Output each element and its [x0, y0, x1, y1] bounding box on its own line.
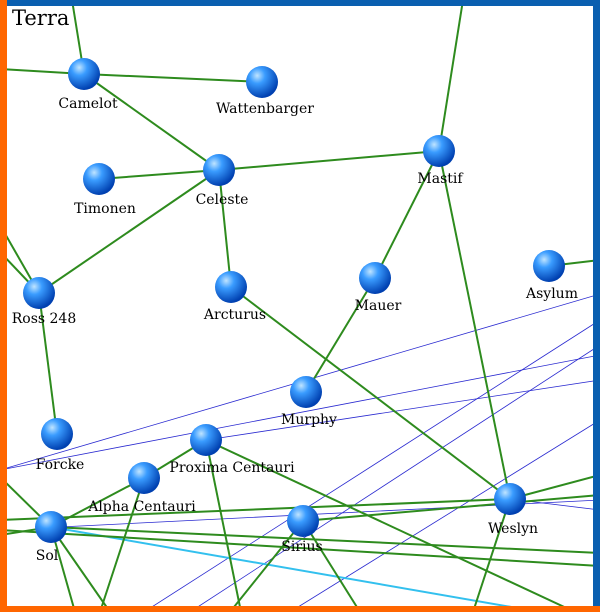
frame-border-left: [0, 0, 7, 612]
star-icon[interactable]: [215, 271, 247, 303]
jump-route: [205, 439, 576, 612]
star-icon[interactable]: [68, 58, 100, 90]
star-icon[interactable]: [494, 483, 526, 515]
star-icon[interactable]: [83, 163, 115, 195]
star-label[interactable]: Weslyn: [488, 521, 538, 537]
jump-route: [50, 526, 111, 612]
star-label[interactable]: Sirius: [281, 539, 322, 555]
star-alpha[interactable]: Alpha Centauri: [87, 462, 196, 515]
star-sol[interactable]: Sol: [35, 511, 67, 564]
jump-route: [83, 73, 220, 171]
frame-border-bottom: [0, 606, 600, 612]
star-sirius[interactable]: Sirius: [281, 505, 323, 555]
jump-route: [83, 73, 263, 83]
jump-route: [302, 520, 361, 612]
jump-route: [218, 150, 440, 171]
long-range-route: [289, 419, 600, 612]
star-celeste[interactable]: Celeste: [196, 154, 249, 208]
frame-border-right: [593, 0, 600, 612]
special-route: [50, 526, 541, 612]
jump-route: [0, 498, 511, 521]
star-label[interactable]: Asylum: [525, 286, 578, 302]
star-icon[interactable]: [359, 262, 391, 294]
star-label[interactable]: Celeste: [196, 192, 249, 208]
star-label[interactable]: Wattenbarger: [216, 101, 314, 117]
star-forcke[interactable]: Forcke: [36, 418, 85, 473]
star-label[interactable]: Murphy: [281, 412, 337, 428]
jump-route: [205, 439, 242, 612]
star-label[interactable]: Forcke: [36, 457, 85, 473]
star-label[interactable]: Camelot: [58, 96, 118, 112]
star-asylum[interactable]: Asylum: [525, 250, 578, 302]
frame-border-top: [0, 0, 600, 6]
star-proxima[interactable]: Proxima Centauri: [169, 424, 295, 476]
star-mastif[interactable]: Mastif: [417, 135, 464, 187]
jump-route: [374, 150, 440, 279]
map-title: Terra: [12, 6, 70, 30]
star-label[interactable]: Timonen: [74, 201, 136, 217]
jump-route: [38, 169, 220, 294]
jump-route: [38, 292, 58, 435]
jump-route: [0, 529, 600, 567]
star-label[interactable]: Mastif: [417, 171, 464, 187]
star-arcturus[interactable]: Arcturus: [203, 271, 266, 323]
star-wattenbarger[interactable]: Wattenbarger: [216, 66, 314, 117]
long-range-route: [0, 354, 600, 471]
jump-route: [99, 477, 145, 612]
long-range-route: [143, 319, 600, 612]
star-icon[interactable]: [423, 135, 455, 167]
jump-route: [218, 169, 232, 288]
star-camelot[interactable]: Camelot: [58, 58, 118, 112]
jump-route: [302, 494, 600, 522]
jump-route: [472, 498, 511, 612]
jump-route: [438, 0, 464, 152]
star-ross248[interactable]: Ross 248: [12, 277, 77, 327]
star-icon[interactable]: [35, 511, 67, 543]
star-label[interactable]: Arcturus: [203, 307, 266, 323]
star-mauer[interactable]: Mauer: [355, 262, 402, 314]
jump-route: [438, 150, 511, 500]
star-icon[interactable]: [190, 424, 222, 456]
long-range-routes: [0, 293, 600, 612]
jump-route: [305, 277, 376, 393]
star-weslyn[interactable]: Weslyn: [488, 483, 538, 537]
jump-route: [230, 286, 511, 500]
star-label[interactable]: Sol: [36, 548, 59, 564]
star-label[interactable]: Ross 248: [12, 311, 77, 327]
jump-route: [50, 526, 600, 554]
star-icon[interactable]: [533, 250, 565, 282]
star-label[interactable]: Alpha Centauri: [87, 499, 196, 515]
star-icon[interactable]: [246, 66, 278, 98]
long-range-route: [205, 379, 600, 441]
star-label[interactable]: Proxima Centauri: [169, 460, 295, 476]
jump-route: [229, 520, 304, 612]
star-icon[interactable]: [203, 154, 235, 186]
jump-route: [50, 477, 145, 528]
star-icon[interactable]: [287, 505, 319, 537]
star-icon[interactable]: [41, 418, 73, 450]
star-icon[interactable]: [23, 277, 55, 309]
long-range-route: [189, 344, 600, 612]
star-label[interactable]: Mauer: [355, 298, 402, 314]
star-icon[interactable]: [128, 462, 160, 494]
star-murphy[interactable]: Murphy: [281, 376, 337, 428]
star-timonen[interactable]: Timonen: [74, 163, 136, 217]
jump-route: [98, 169, 220, 180]
star-icon[interactable]: [290, 376, 322, 408]
